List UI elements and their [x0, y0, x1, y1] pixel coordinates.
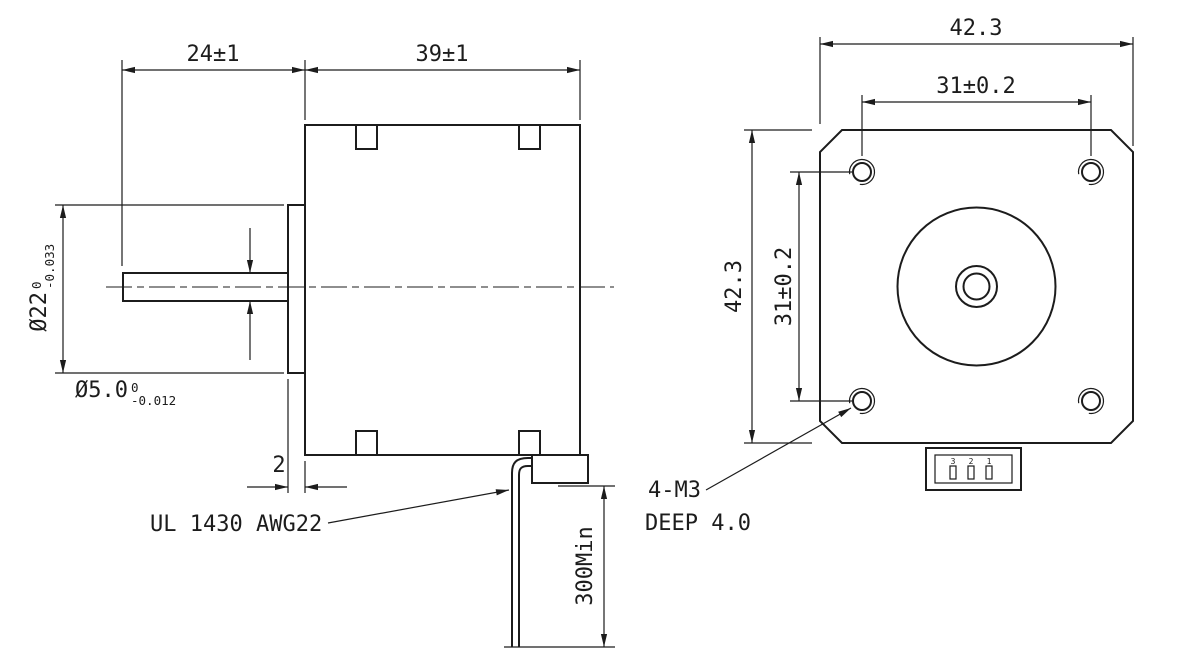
dim-boss-diameter-label: Ø22 [27, 292, 52, 332]
dim-shaft-diameter-label: Ø5.0 [75, 378, 128, 403]
lamination-joint-top-right [518, 124, 541, 150]
dim-overall-width: 42.3 [819, 16, 1134, 146]
hole-thread-arc [848, 158, 876, 186]
dim-boss-tol-upper: 0 [29, 281, 44, 289]
connector-front: 3 2 1 [925, 447, 1022, 491]
mounting-hole-bottom-left [848, 387, 876, 415]
connector-housing-front [925, 447, 1022, 491]
hole-minor-circle [1081, 162, 1101, 182]
connector-housing-side [531, 454, 589, 484]
hole-minor-circle [1081, 391, 1101, 411]
mounting-hole-bottom-right [1077, 387, 1105, 415]
dim-boss-protrusion: 2 [247, 379, 347, 493]
dim-shaft-tol-upper: 0 [131, 380, 139, 395]
dim-boss-protrusion-label: 2 [272, 453, 285, 478]
dim-boss-tol-lower: -0.033 [42, 244, 57, 289]
lamination-joint-bottom-left [355, 430, 378, 456]
mounting-hole-note-line1: 4-M3 [648, 478, 701, 503]
mounting-hole-top-right [1077, 158, 1105, 186]
hole-thread-arc [1077, 387, 1105, 415]
mounting-hole-note: 4-M3 DEEP 4.0 [645, 407, 852, 536]
mounting-hole-note-line2: DEEP 4.0 [645, 511, 751, 536]
dim-boss-diameter: Ø22 0 -0.033 [27, 204, 284, 374]
side-view: 24±1 39±1 Ø22 0 -0.033 Ø5.0 0 -0.012 [27, 42, 615, 648]
connector-pin-label: 1 [987, 457, 992, 466]
lamination-joint-top-left [355, 124, 378, 150]
dim-hole-pitch-vertical: 31±0.2 [772, 171, 852, 402]
faceplate-outline [819, 129, 1134, 444]
lead-wire-label: UL 1430 AWG22 [150, 512, 322, 537]
dim-hole-pitch-horizontal: 31±0.2 [861, 74, 1092, 156]
shaft-chamfer-circle [962, 272, 991, 301]
shaft-circle [955, 265, 998, 308]
leader-line [705, 407, 852, 491]
dim-shaft-length: 24±1 [121, 42, 306, 266]
dim-overall-height-label: 42.3 [722, 260, 747, 313]
hole-minor-circle [852, 391, 872, 411]
motor-body [304, 124, 581, 456]
dim-overall-height: 42.3 [722, 129, 812, 444]
dim-shaft-diameter: Ø5.0 0 -0.012 [75, 228, 254, 408]
dim-body-length: 39±1 [305, 42, 581, 120]
pilot-boss-circle [896, 206, 1057, 367]
hole-thread-arc [848, 387, 876, 415]
dim-overall-width-label: 42.3 [950, 16, 1003, 41]
front-view: 42.3 31±0.2 42.3 31±0.2 [645, 16, 1134, 536]
lead-wire-inner [518, 465, 533, 647]
mounting-hole-top-left [848, 158, 876, 186]
lead-wire-note: UL 1430 AWG22 [150, 489, 510, 537]
dim-lead-length-label: 300Min [573, 526, 598, 605]
dim-hole-pitch-vertical-label: 31±0.2 [772, 247, 797, 326]
dim-hole-pitch-horizontal-label: 31±0.2 [936, 74, 1015, 99]
connector-pin [985, 465, 993, 480]
connector-pin [949, 465, 957, 480]
connector-pin [967, 465, 975, 480]
pilot-boss [287, 204, 306, 374]
hole-thread-arc [1077, 158, 1105, 186]
dim-shaft-tol-lower: -0.012 [131, 393, 176, 408]
lead-wire-outer [511, 457, 533, 647]
lamination-joint-bottom-right [518, 430, 541, 456]
dim-lead-length: 300Min [504, 485, 615, 648]
leader-line [327, 489, 510, 524]
connector-pin-label: 3 [951, 457, 956, 466]
connector-inner [934, 454, 1013, 484]
dim-body-length-label: 39±1 [416, 42, 469, 67]
hole-minor-circle [852, 162, 872, 182]
dim-shaft-length-label: 24±1 [187, 42, 240, 67]
connector-pin-label: 2 [969, 457, 974, 466]
